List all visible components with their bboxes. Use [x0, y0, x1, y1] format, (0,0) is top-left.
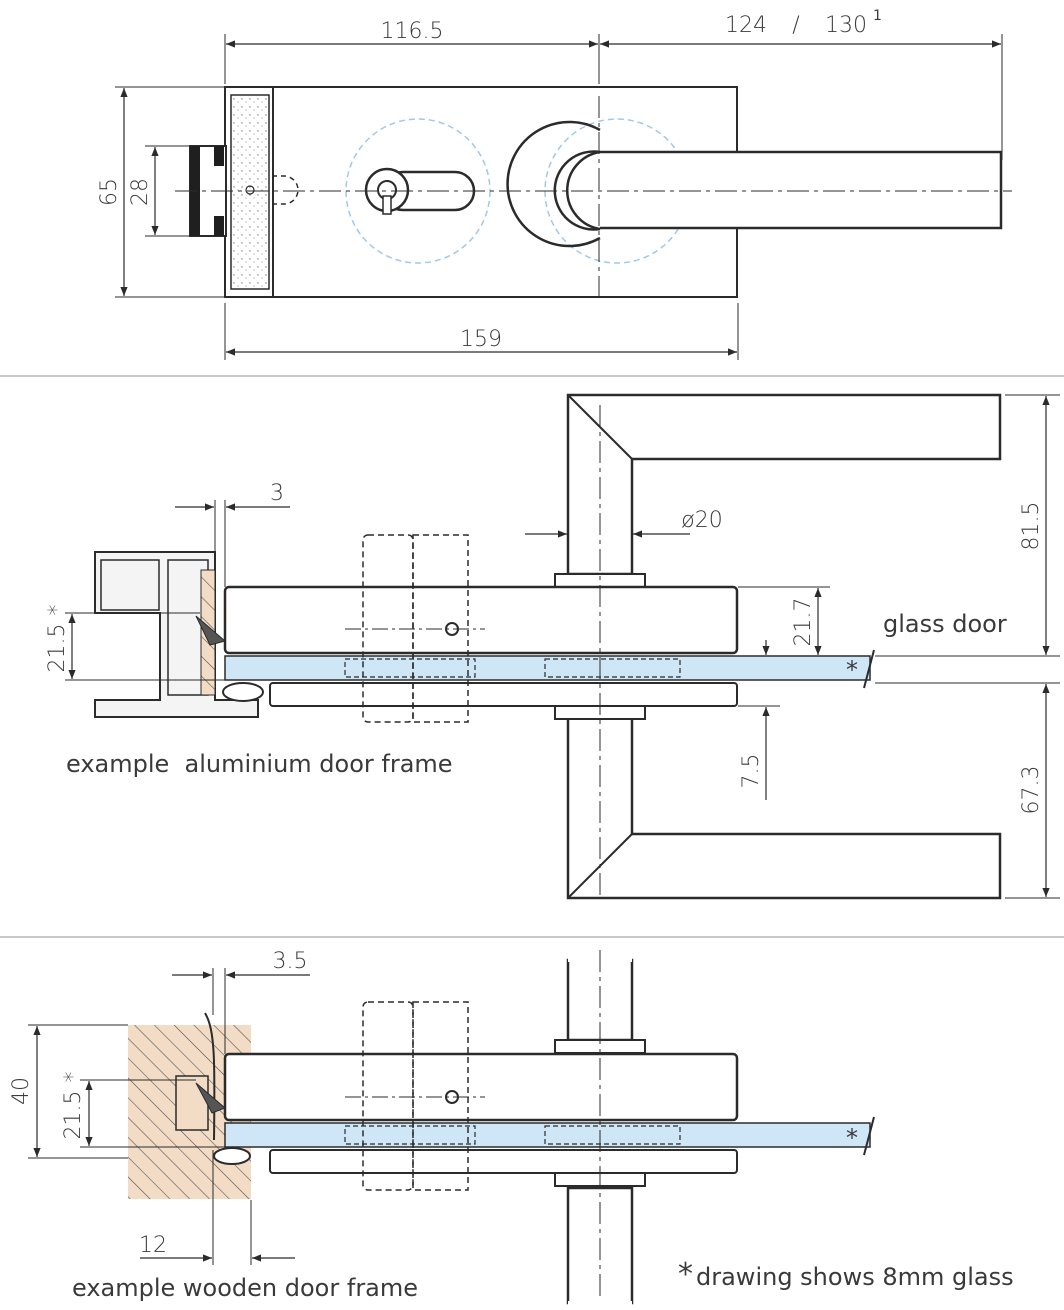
dim-28: 28: [128, 178, 153, 206]
glass-panel-bottom: [224, 1122, 871, 1148]
dim-d20: ø20: [681, 508, 722, 533]
glass-door-label: glass door: [883, 610, 1007, 638]
bottom-view: [28, 950, 875, 1305]
aluminium-frame-caption: example aluminium door frame: [66, 750, 453, 778]
dim-21-5: 21.5: [45, 624, 70, 673]
glass-star: *: [846, 656, 858, 684]
dim-7-5: 7.5: [739, 754, 764, 789]
dim-21-5-bottom: 21.5: [61, 1091, 86, 1140]
lock-body-bottom: [223, 1052, 739, 1122]
dim-21-5-star: *: [45, 605, 70, 616]
handle-top: [506, 120, 601, 248]
middle-view: [65, 393, 1060, 900]
dim-21-5-bottom-star: *: [61, 1072, 86, 1083]
dim-12: 12: [139, 1233, 167, 1258]
dim-81-5: 81.5: [1019, 502, 1044, 551]
dim-159: 159: [460, 327, 502, 352]
handle-lever-upper: [566, 393, 1002, 576]
dim-67-3: 67.3: [1019, 766, 1044, 815]
dim-116-5: 116.5: [381, 19, 444, 44]
glass-note: drawing shows 8mm glass: [696, 1263, 1014, 1291]
dim-3: 3: [270, 481, 284, 506]
dim-130: 130: [825, 13, 867, 38]
handle-lever-lower: [566, 715, 1002, 900]
dim-65: 65: [97, 178, 122, 206]
back-plate: [269, 682, 738, 707]
note-star: *: [678, 1257, 693, 1292]
glass-star-bottom: *: [846, 1124, 858, 1152]
dim-40: 40: [9, 1077, 34, 1105]
dim-21-7: 21.7: [791, 598, 816, 647]
wooden-frame-caption: example wooden door frame: [72, 1274, 418, 1302]
dim-slash: /: [792, 13, 800, 38]
dim-3-5: 3.5: [273, 949, 308, 974]
dim-130-sup: 1: [873, 8, 882, 24]
top-view: [115, 34, 1012, 360]
dim-124: 124: [725, 13, 767, 38]
lock-body-side: [223, 585, 739, 655]
